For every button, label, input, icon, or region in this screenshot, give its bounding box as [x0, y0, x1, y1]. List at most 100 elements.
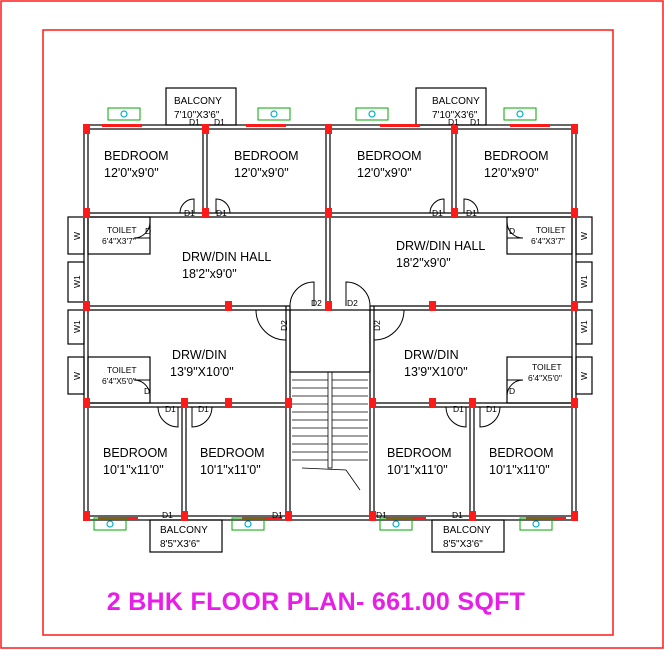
door-d1-7: D1 — [432, 208, 443, 218]
balcony-1-size: 7'10"X3'6" — [174, 110, 220, 121]
toilet-1-size: 6'4"X3'7" — [102, 236, 136, 246]
hall-right-label: DRW/DIN HALL — [396, 239, 485, 253]
column-9 — [451, 208, 458, 218]
column-26 — [225, 301, 232, 311]
door-d1-1: D1 — [189, 117, 200, 127]
toilet-2-size: 6'4"X3'7" — [531, 236, 565, 246]
door-d1-11: D1 — [453, 404, 464, 414]
door-swings — [133, 198, 524, 428]
bedroom-4-size: 12'0"x9'0" — [484, 166, 539, 180]
window-2 — [257, 107, 291, 121]
door-d1-3: D1 — [448, 117, 459, 127]
bedroom-3-size: 12'0"x9'0" — [357, 166, 412, 180]
drwdin-left-size: 13'9"X10'0" — [170, 365, 234, 379]
column-5 — [571, 124, 578, 134]
bedroom-2-size: 12'0"x9'0" — [234, 166, 289, 180]
window-w-1: W — [72, 232, 82, 240]
bedroom-8-label: BEDROOM — [489, 446, 554, 460]
toilet-2-label: TOILET — [536, 225, 566, 235]
window-w-3: W — [579, 232, 589, 240]
column-8 — [325, 208, 332, 218]
hall-right-size: 18'2"x9'0" — [396, 256, 451, 270]
door-d-3: D — [144, 386, 150, 396]
door-d1-2: D1 — [214, 117, 225, 127]
door-d2-2: D2 — [347, 298, 358, 308]
balcony-2-label: BALCONY — [432, 96, 480, 107]
window-5 — [93, 517, 127, 531]
column-6 — [83, 208, 90, 218]
column-3 — [325, 124, 332, 134]
column-24 — [469, 511, 476, 521]
toilet-4-size: 6'4"X5'0" — [528, 373, 562, 383]
column-16 — [285, 398, 292, 408]
bedroom-6-label: BEDROOM — [200, 446, 265, 460]
column-20 — [83, 511, 90, 521]
window-7 — [379, 517, 413, 531]
door-d1-16: D1 — [452, 510, 463, 520]
column-7 — [202, 208, 209, 218]
window-band-3 — [380, 124, 420, 127]
balcony-4-label: BALCONY — [443, 525, 491, 536]
window-w1-4: W1 — [579, 320, 589, 333]
inner-frame — [42, 29, 614, 636]
plan-title: 2 BHK FLOOR PLAN- 661.00 SQFT — [106, 588, 526, 616]
column-29 — [429, 398, 436, 408]
toilet-1-label: TOILET — [107, 225, 137, 235]
door-d2-1: D2 — [311, 298, 322, 308]
column-27 — [429, 301, 436, 311]
door-d1-10: D1 — [198, 404, 209, 414]
bedroom-7-size: 10'1"x11'0" — [387, 463, 448, 477]
bedroom-3-label: BEDROOM — [357, 149, 422, 163]
column-17 — [369, 398, 376, 408]
hall-left-size: 18'2"x9'0" — [182, 267, 237, 281]
drwdin-right-label: DRW/DIN — [404, 348, 459, 362]
door-d-4: D — [509, 386, 515, 396]
column-22 — [285, 511, 292, 521]
column-25 — [571, 511, 578, 521]
window-6 — [231, 517, 265, 531]
column-11 — [83, 301, 90, 311]
balcony-1-label: BALCONY — [174, 96, 222, 107]
column-15 — [181, 398, 188, 408]
column-4 — [451, 124, 458, 134]
drwdin-right-size: 13'9"X10'0" — [404, 365, 468, 379]
drwdin-left-label: DRW/DIN — [172, 348, 227, 362]
column-1 — [83, 124, 90, 134]
windows — [93, 107, 553, 531]
door-d1-6: D1 — [216, 208, 227, 218]
window-8 — [519, 517, 553, 531]
hall-left-label: DRW/DIN HALL — [182, 250, 271, 264]
door-d-2: D — [509, 226, 515, 236]
column-21 — [181, 511, 188, 521]
bedroom-1-size: 12'0"x9'0" — [104, 166, 159, 180]
column-28 — [225, 398, 232, 408]
window-band-2 — [246, 124, 286, 127]
column-19 — [571, 398, 578, 408]
bedroom-7-label: BEDROOM — [387, 446, 452, 460]
column-12 — [325, 301, 332, 311]
door-d1-4: D1 — [470, 117, 481, 127]
bedroom-2-label: BEDROOM — [234, 149, 299, 163]
door-d1-13: D1 — [162, 510, 173, 520]
balcony-4-size: 8'5"X3'6" — [443, 539, 483, 550]
door-d2-3: D2 — [279, 320, 289, 331]
window-w-4: W — [579, 372, 589, 380]
column-23 — [369, 511, 376, 521]
window-3 — [355, 107, 389, 121]
door-d1-15: D1 — [376, 510, 387, 520]
column-2 — [202, 124, 209, 134]
window-w-2: W — [72, 372, 82, 380]
bedroom-8-size: 10'1"x11'0" — [489, 463, 550, 477]
toilet-3-label: TOILET — [107, 365, 137, 375]
door-d2-4: D2 — [372, 320, 382, 331]
balcony-3-size: 8'5"X3'6" — [160, 539, 200, 550]
door-d1-5: D1 — [184, 208, 195, 218]
door-d-1: D — [145, 226, 151, 236]
bedroom-4-label: BEDROOM — [484, 149, 549, 163]
door-d1-9: D1 — [165, 404, 176, 414]
window-4 — [503, 107, 537, 121]
bedroom-1-label: BEDROOM — [104, 149, 169, 163]
window-1 — [107, 107, 141, 121]
